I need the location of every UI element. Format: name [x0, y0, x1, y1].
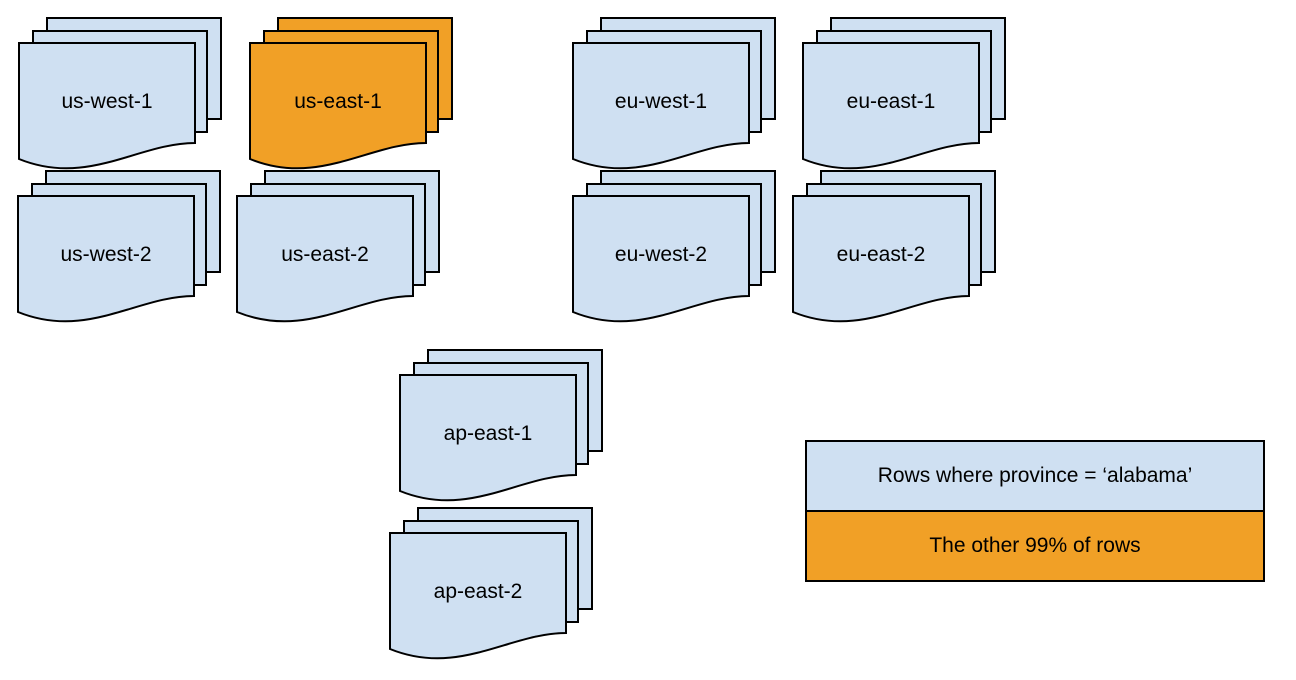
region-label: eu-west-2 — [614, 243, 708, 266]
document-stack-icon — [18, 17, 222, 170]
region-label: ap-east-1 — [443, 422, 533, 445]
region-stack-us-east-1: us-east-1 — [249, 17, 453, 171]
region-stack-us-east-2: us-east-2 — [236, 170, 440, 324]
region-stack-eu-west-1: eu-west-1 — [572, 17, 776, 171]
region-label: us-east-1 — [294, 90, 382, 113]
region-label: us-west-2 — [60, 243, 152, 266]
document-stack-icon — [249, 17, 453, 170]
legend-row-shard-rows: Rows where province = ‘alabama’ — [805, 440, 1265, 512]
region-stack-eu-east-1: eu-east-1 — [802, 17, 1006, 171]
region-label: us-east-2 — [281, 243, 369, 266]
document-stack-icon — [389, 507, 593, 660]
document-stack-icon — [572, 170, 776, 323]
region-label: eu-east-2 — [836, 243, 926, 266]
region-stack-us-west-1: us-west-1 — [18, 17, 222, 171]
region-label: eu-west-1 — [614, 90, 708, 113]
region-stack-eu-west-2: eu-west-2 — [572, 170, 776, 324]
region-stack-us-west-2: us-west-2 — [17, 170, 221, 324]
document-stack-icon — [17, 170, 221, 323]
region-label: ap-east-2 — [433, 580, 523, 603]
region-stack-ap-east-1: ap-east-1 — [399, 349, 603, 503]
legend-row-hot-rows: The other 99% of rows — [805, 510, 1265, 582]
document-stack-icon — [399, 349, 603, 502]
region-stack-ap-east-2: ap-east-2 — [389, 507, 593, 661]
document-stack-icon — [802, 17, 1006, 170]
document-stack-icon — [236, 170, 440, 323]
document-stack-icon — [792, 170, 996, 323]
legend: Rows where province = ‘alabama’ The othe… — [805, 440, 1265, 582]
region-stack-eu-east-2: eu-east-2 — [792, 170, 996, 324]
document-stack-icon — [572, 17, 776, 170]
region-label: eu-east-1 — [846, 90, 936, 113]
region-label: us-west-1 — [61, 90, 153, 113]
